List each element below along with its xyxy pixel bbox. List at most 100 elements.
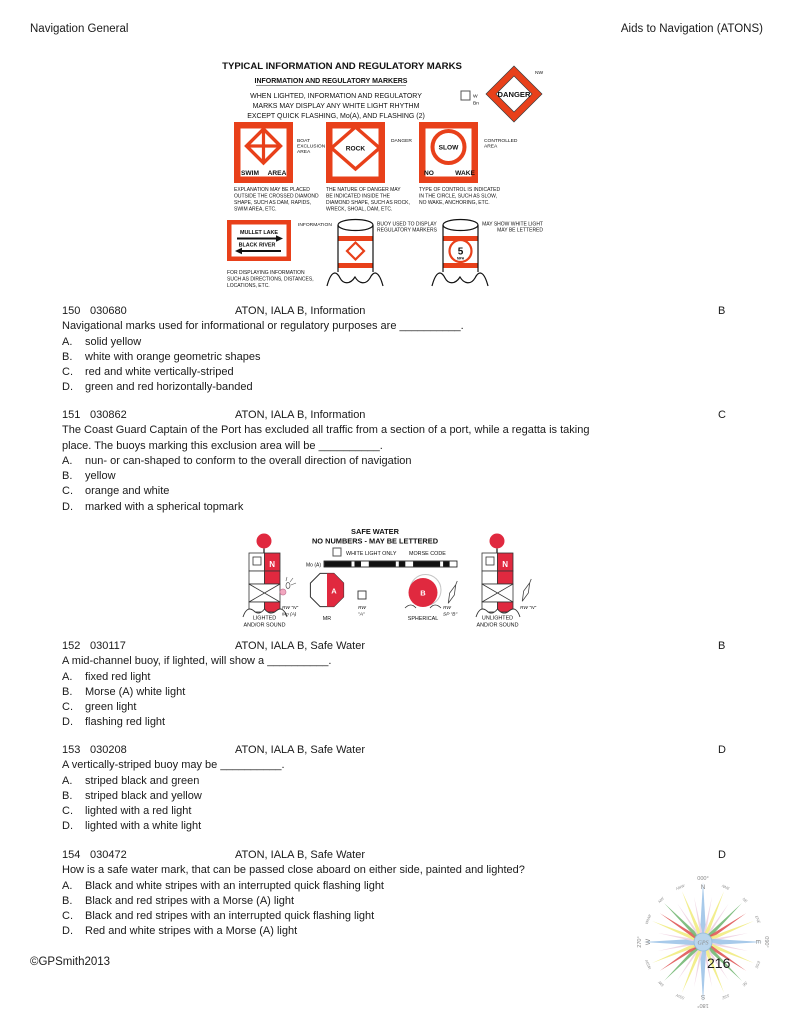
compass-ray: [700, 891, 725, 943]
question-category: ATON, IALA B, Safe Water: [235, 640, 366, 652]
info-sign-line2: BLACK RIVER: [239, 243, 276, 249]
sign-caption: SWIM AREA, ETC.: [234, 207, 277, 213]
svg-text:WSW: WSW: [645, 959, 653, 970]
svg-text:ENE: ENE: [754, 915, 761, 924]
compass-rose-logo: 000° 090° 180° 270° N E S W NNE NE ENE E…: [637, 876, 769, 1008]
left-arrow-icon: [235, 247, 242, 255]
spherical-buoy: B: [404, 574, 442, 609]
svg-text:SSW: SSW: [675, 993, 685, 1000]
buoy-tag: RW "N": [520, 605, 536, 611]
question-151: 151 030862 ATON, IALA B, Information C T…: [62, 408, 726, 515]
sign-caption: IN THE CIRCLE, SUCH AS SLOW,: [419, 194, 497, 200]
svg-text:WNW: WNW: [645, 914, 653, 925]
diagram2-title: SAFE WATER: [351, 527, 400, 536]
spar-icon: [521, 578, 532, 602]
svg-text:NNE: NNE: [721, 884, 730, 891]
buoy-tag: Mo (A): [282, 612, 297, 618]
question-category: ATON, IALA B, Safe Water: [235, 744, 366, 756]
compass-ray: [659, 913, 705, 944]
question-header: 151 030862 ATON, IALA B, Information C: [62, 408, 726, 423]
option-c: C.lighted with a red light: [62, 805, 192, 818]
morse-rhythm-bar: [323, 560, 458, 568]
buoy-letter: A: [331, 587, 337, 596]
option-d: D.marked with a spherical topmark: [62, 500, 244, 513]
sign-caption: NO WAKE, ANCHORING, ETC.: [419, 200, 490, 206]
question-header: 150 030680 ATON, IALA B, Information B: [62, 304, 725, 319]
note-line: MARKS MAY DISPLAY ANY WHITE LIGHT RHYTHM: [253, 103, 420, 110]
copyright: ©GPSmith2013: [30, 956, 111, 968]
speed-number: 5: [458, 247, 464, 258]
buoy-label: MR: [323, 616, 331, 622]
question-number: 153: [62, 744, 81, 756]
question-header: 152 030117 ATON, IALA B, Safe Water B: [62, 639, 725, 654]
svg-text:090°: 090°: [763, 936, 769, 948]
question-stem: place. The buoys marking this exclusion …: [62, 439, 383, 452]
sign-caption: THE NATURE OF DANGER MAY: [326, 187, 401, 193]
question-header: 154 030472 ATON, IALA B, Safe Water D: [62, 848, 726, 863]
info-sign-line1: MULLET LAKE: [240, 230, 278, 236]
spar-icon: [447, 580, 458, 604]
question-code: 030862: [90, 409, 127, 421]
danger-daybeacon: DANGER NW: [485, 65, 544, 123]
sign-word: NO: [424, 170, 434, 177]
question-code: 030680: [90, 305, 127, 317]
question-number: 150: [62, 305, 81, 317]
regulatory-marks-diagram: TYPICAL INFORMATION AND REGULATORY MARKS…: [222, 61, 544, 289]
svg-text:NW: NW: [658, 896, 666, 904]
compass-ray: [681, 891, 706, 943]
svg-text:SW: SW: [657, 980, 664, 987]
diagram1-subtitle: INFORMATION AND REGULATORY MARKERS: [255, 78, 408, 85]
compass-ray: [699, 942, 707, 1002]
sign-caption: OUTSIDE THE CROSSED DIAMOND: [234, 194, 319, 200]
svg-text:180°: 180°: [697, 1002, 709, 1008]
option-c: C.Black and red stripes with an interrup…: [62, 910, 375, 923]
side-label: EXCLUSION: [297, 144, 326, 150]
question-code: 030472: [90, 849, 127, 861]
sign-caption: BE INDICATED INSIDE THE: [326, 194, 391, 200]
waterline: [475, 608, 521, 618]
answer-letter: C: [718, 409, 726, 421]
morse-label: Mo (A): [306, 562, 321, 568]
question-header: 153 030208 ATON, IALA B, Safe Water D: [62, 743, 726, 758]
question-code: 030208: [90, 744, 127, 756]
white-light-checkbox: [332, 547, 342, 557]
compass-labels: 000° 090° 180° 270° N E S W NNE NE ENE E…: [637, 876, 769, 1008]
waterline: [326, 272, 384, 287]
question-category: ATON, IALA B, Information: [235, 305, 366, 317]
question-153: 153 030208 ATON, IALA B, Safe Water D A …: [62, 743, 726, 835]
compass-ray: [702, 940, 749, 951]
checkbox-label: W: [473, 94, 478, 100]
question-150: 150 030680 ATON, IALA B, Information B N…: [62, 304, 725, 396]
question-stem: The Coast Guard Captain of the Port has …: [62, 424, 590, 437]
sign-caption: WRECK, SHOAL, DAM, ETC.: [326, 207, 392, 213]
svg-text:S: S: [700, 993, 705, 1000]
option-a: A.striped black and green: [62, 774, 200, 787]
option-d: D.lighted with a white light: [62, 820, 202, 833]
compass-ray: [652, 939, 704, 964]
option-b: B.Morse (A) white light: [62, 685, 186, 698]
compass-ray: [703, 938, 763, 946]
header-right: Aids to Navigation (ATONS): [620, 23, 763, 35]
compass-ray: [664, 940, 705, 981]
svg-text:NNW: NNW: [675, 884, 685, 891]
svg-text:N: N: [701, 884, 706, 891]
compass-ray: [652, 920, 704, 945]
waterline: [404, 604, 442, 609]
danger-label: DANGER: [498, 90, 531, 99]
side-label: DANGER: [391, 138, 412, 144]
sign-caption: SUCH AS DIRECTIONS, DISTANCES,: [227, 277, 314, 283]
buoy-label: AND/OR SOUND: [477, 623, 519, 629]
option-d: D.Red and white stripes with a Morse (A)…: [62, 925, 298, 938]
compass-ray: [700, 941, 725, 993]
compass-ray: [701, 940, 742, 981]
sign-caption: EXPLANATION MAY BE PLACED: [234, 187, 310, 193]
option-c: C.orange and white: [62, 485, 170, 498]
sign-caption: SHAPE, SUCH AS DAM, RAPIDS,: [234, 200, 311, 206]
checkbox-label: Bn: [473, 101, 479, 107]
buoy-label: AND/OR SOUND: [244, 623, 286, 629]
speed-unit: MPH: [457, 257, 465, 261]
question-stem: A vertically-striped buoy may be _______…: [62, 759, 285, 772]
compass-center: [693, 932, 713, 952]
regulatory-buoy-diamond: [326, 218, 384, 287]
beacon-letter: N: [502, 560, 508, 569]
